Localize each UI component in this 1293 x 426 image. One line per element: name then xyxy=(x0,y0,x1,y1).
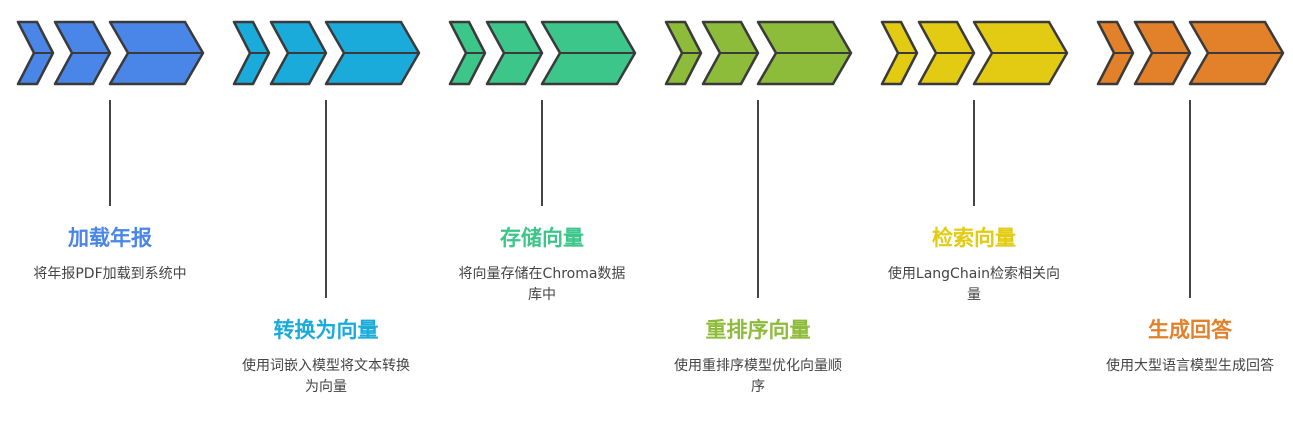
step-description: 将向量存储在Chroma数据库中 xyxy=(458,266,626,303)
step-description: 使用LangChain检索相关向量 xyxy=(887,266,1061,303)
step-1: 加载年报将年报PDF加载到系统中 xyxy=(2,224,218,285)
chevron-group-4 xyxy=(664,20,853,86)
step-title: 检索向量 xyxy=(932,226,1016,250)
chevron-group-1 xyxy=(16,20,205,86)
chevron-group-2 xyxy=(232,20,421,86)
step-description: 使用重排序模型优化向量顺序 xyxy=(674,358,842,395)
chevron-group-3 xyxy=(448,20,637,86)
step-5: 检索向量使用LangChain检索相关向量 xyxy=(866,224,1082,306)
chevron-group-5 xyxy=(880,20,1069,86)
step-description: 使用大型语言模型生成回答 xyxy=(1106,358,1274,374)
chevron-group-6 xyxy=(1096,20,1285,86)
step-description: 使用词嵌入模型将文本转换为向量 xyxy=(242,358,410,395)
step-title: 生成回答 xyxy=(1148,318,1232,342)
step-title: 转换为向量 xyxy=(273,318,379,342)
step-title: 加载年报 xyxy=(68,226,152,250)
step-4: 重排序向量使用重排序模型优化向量顺序 xyxy=(650,316,866,398)
step-3: 存储向量将向量存储在Chroma数据库中 xyxy=(434,224,650,306)
step-6: 生成回答使用大型语言模型生成回答 xyxy=(1082,316,1293,377)
step-2: 转换为向量使用词嵌入模型将文本转换为向量 xyxy=(218,316,434,398)
step-description: 将年报PDF加载到系统中 xyxy=(33,266,187,282)
step-title: 存储向量 xyxy=(500,226,584,250)
step-title: 重排序向量 xyxy=(705,318,811,342)
